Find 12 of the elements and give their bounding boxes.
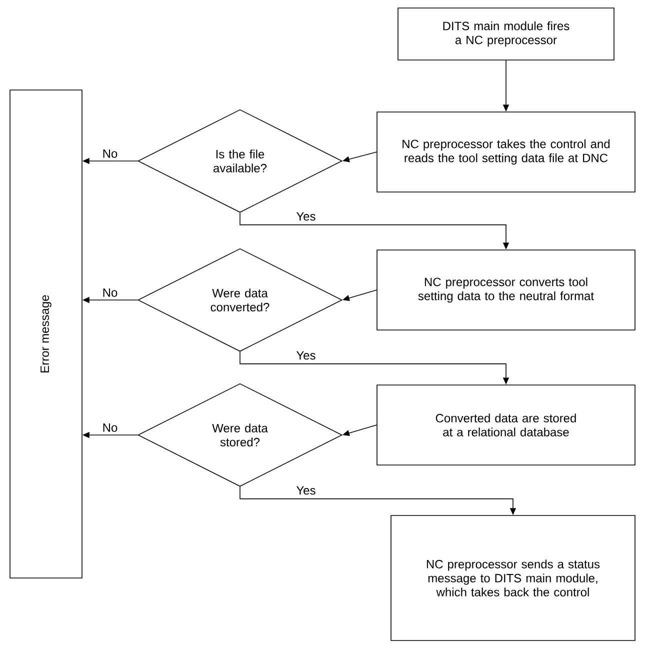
edge-label: No — [101, 287, 119, 298]
edge-label: Yes — [295, 211, 317, 222]
process-box: NC preprocessor sends a status message to DITS main module, which takes back the control — [390, 515, 636, 641]
process-box: DITS main module fires a NC preprocessor — [398, 8, 614, 60]
process-box: NC preprocessor takes the control and reads the tool setting data file at DNC — [376, 112, 636, 192]
edge-label: Yes — [295, 485, 317, 496]
edge-label: Yes — [295, 350, 317, 361]
edge-label: No — [101, 422, 119, 433]
process-box: Converted data are stored at a relational database — [376, 384, 636, 466]
edge-label: No — [101, 148, 119, 159]
process-box: NC preprocessor converts tool setting data to the neutral format — [376, 250, 636, 330]
terminal-box: Error message — [10, 90, 82, 578]
